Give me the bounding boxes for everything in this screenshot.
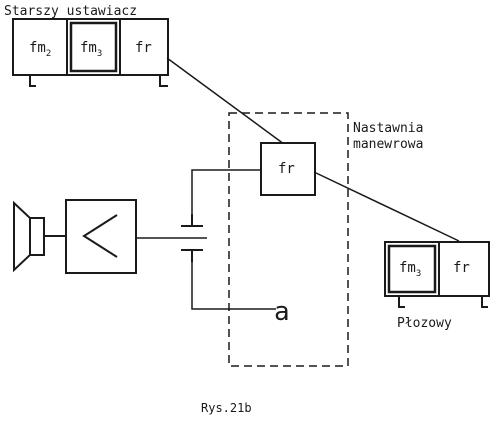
figure-caption: Rys.21b [201,401,252,415]
senior-shunter-unit [12,18,169,87]
runner-fm3-label: fm3 [399,260,421,279]
senior-fr-label: fr [135,40,152,56]
station-label-line2: manewrowa [353,137,423,152]
station-to-runner-line [313,171,460,242]
lower-wire [191,262,276,310]
runner-label: Płozowy [397,316,452,331]
senior-fm2-label: fm2 [29,40,51,59]
station-fr-box [260,142,316,196]
station-enclosure [228,112,349,367]
senior-shunter-label: Starszy ustawiacz [4,4,137,19]
senior-fm3-label: fm3 [80,40,102,59]
upper-wire [191,169,261,214]
amplifier-symbol [82,214,118,258]
amplifier-box [65,199,137,274]
runner-fr-label: fr [453,260,470,276]
station-fr-label: fr [278,161,295,177]
runner-unit [384,241,490,308]
contact-symbol [181,214,203,262]
station-label-line1: Nastawnia [353,121,423,136]
senior-to-station-line [166,57,289,148]
terminal-a-symbol: a [274,297,290,327]
speaker-icon [13,200,66,273]
